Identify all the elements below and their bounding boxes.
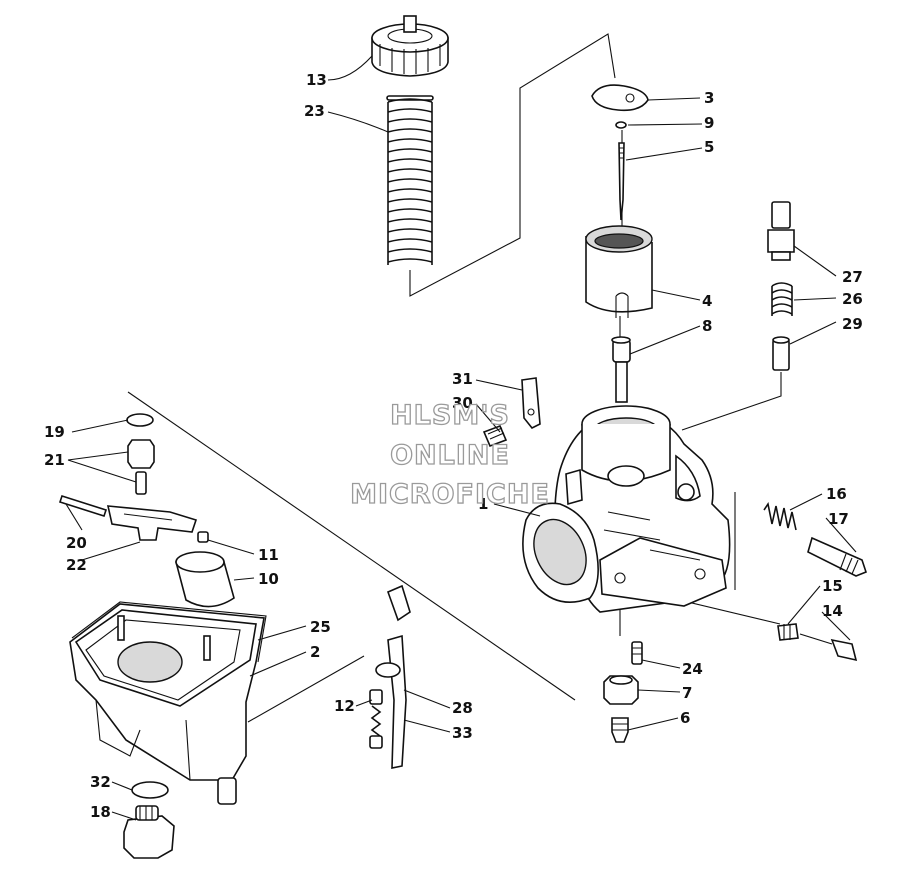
callout-17: 17	[828, 510, 849, 528]
part-1-carburetor-body	[522, 405, 731, 613]
callout-7: 7	[682, 684, 692, 702]
part-31-bracket	[521, 377, 541, 430]
part-10-float	[175, 551, 235, 608]
callout-33: 33	[452, 724, 473, 742]
part-8-needle-jet	[611, 336, 631, 403]
part-11-plug	[197, 531, 209, 543]
part-30-screw	[482, 424, 508, 448]
part-3-clip	[591, 84, 649, 112]
watermark: HLSM'S ONLINE MICROFICHE	[349, 399, 550, 510]
leader-lines	[65, 55, 857, 821]
part-16-spring	[763, 501, 797, 531]
part-21-needle-valve	[127, 439, 155, 495]
callout-24: 24	[682, 660, 703, 678]
part-6-jet	[611, 717, 629, 743]
part-20-pin	[58, 494, 108, 518]
callout-22: 22	[66, 556, 87, 574]
callout-5: 5	[704, 138, 714, 156]
part-29-plunger	[772, 336, 790, 371]
part-19-clip	[126, 413, 154, 427]
watermark-line-2: ONLINE	[390, 440, 510, 471]
callout-11: 11	[258, 546, 279, 564]
callout-27: 27	[842, 268, 863, 286]
callout-18: 18	[90, 803, 111, 821]
callout-16: 16	[826, 485, 847, 503]
callout-3: 3	[704, 89, 714, 107]
part-28-tube	[386, 584, 411, 622]
part-7-nut	[603, 675, 639, 705]
part-32-oring	[131, 781, 169, 799]
callout-10: 10	[258, 570, 279, 588]
part-5-needle	[618, 142, 625, 221]
callout-6: 6	[680, 709, 690, 727]
part-23-spring	[386, 95, 434, 265]
callout-23: 23	[304, 102, 325, 120]
callout-9: 9	[704, 114, 714, 132]
callout-20: 20	[66, 534, 87, 552]
callout-2: 2	[310, 643, 320, 661]
part-4-throttle-slide	[585, 225, 653, 318]
part-13-top-cap	[371, 15, 449, 77]
part-12-screw	[369, 689, 383, 749]
part-15-spring	[777, 623, 799, 641]
callout-labels: 13 23 3 9 5 4 8 27 26 29 31 30 1 19 21 2…	[44, 71, 863, 821]
part-24-jet	[631, 641, 643, 665]
callout-32: 32	[90, 773, 111, 791]
callout-4: 4	[702, 292, 712, 310]
part-26-spring	[771, 282, 793, 316]
callout-29: 29	[842, 315, 863, 333]
part-2-float-bowl	[69, 603, 265, 805]
callout-30: 30	[452, 394, 473, 412]
callout-26: 26	[842, 290, 863, 308]
callout-8: 8	[702, 317, 712, 335]
part-9-ring	[615, 121, 627, 129]
callout-14: 14	[822, 602, 843, 620]
callout-28: 28	[452, 699, 473, 717]
watermark-line-3: MICROFICHE	[350, 479, 550, 510]
callout-13: 13	[306, 71, 327, 89]
callout-21: 21	[44, 451, 65, 469]
callout-12: 12	[334, 697, 355, 715]
watermark-line-1: HLSM'S	[390, 400, 510, 431]
callout-19: 19	[44, 423, 65, 441]
part-33-hose	[375, 634, 407, 769]
part-18-drain-plug	[123, 805, 175, 859]
callout-25: 25	[310, 618, 331, 636]
part-17-screw	[807, 536, 867, 577]
part-22-float-arm	[106, 505, 198, 541]
part-14-screw	[799, 633, 858, 662]
callout-15: 15	[822, 577, 843, 595]
part-27-fitting	[767, 201, 795, 261]
callout-31: 31	[452, 370, 473, 388]
callout-1: 1	[478, 495, 488, 513]
